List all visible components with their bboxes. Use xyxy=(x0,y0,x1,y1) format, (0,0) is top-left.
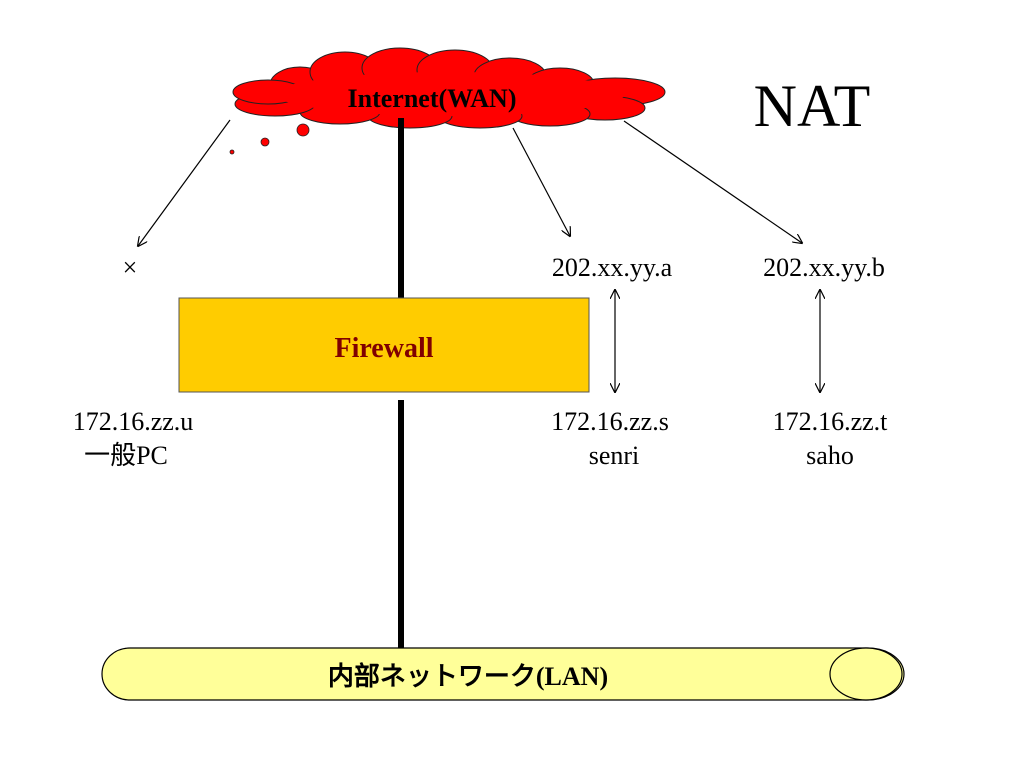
thought-bubbles xyxy=(229,123,310,155)
firewall-label: Firewall xyxy=(334,333,433,364)
firewall-box: Firewall xyxy=(178,297,590,393)
nat-arrow-b xyxy=(623,120,802,243)
host-ip-general: 172.16.zz.u xyxy=(73,407,194,436)
page-title: NAT xyxy=(754,73,871,139)
host-ip-saho: 172.16.zz.t xyxy=(773,407,889,436)
blocked-mark: × xyxy=(123,253,138,282)
host-name-senri: senri xyxy=(589,441,640,470)
host-name-saho: saho xyxy=(806,441,854,470)
host-ip-senri: 172.16.zz.s xyxy=(551,407,669,436)
lan-label: 内部ネットワーク(LAN) xyxy=(328,662,608,691)
nat-arrow-a xyxy=(512,127,570,236)
host-name-general: 一般PC xyxy=(84,441,168,470)
blocked-arrow xyxy=(138,119,231,246)
lan-cylinder: 内部ネットワーク(LAN) xyxy=(101,647,905,701)
public-ip-b: 202.xx.yy.b xyxy=(763,253,885,282)
public-ip-a: 202.xx.yy.a xyxy=(552,253,673,282)
internet-cloud: Internet(WAN) xyxy=(229,47,666,155)
cloud-label: Internet(WAN) xyxy=(348,84,517,113)
